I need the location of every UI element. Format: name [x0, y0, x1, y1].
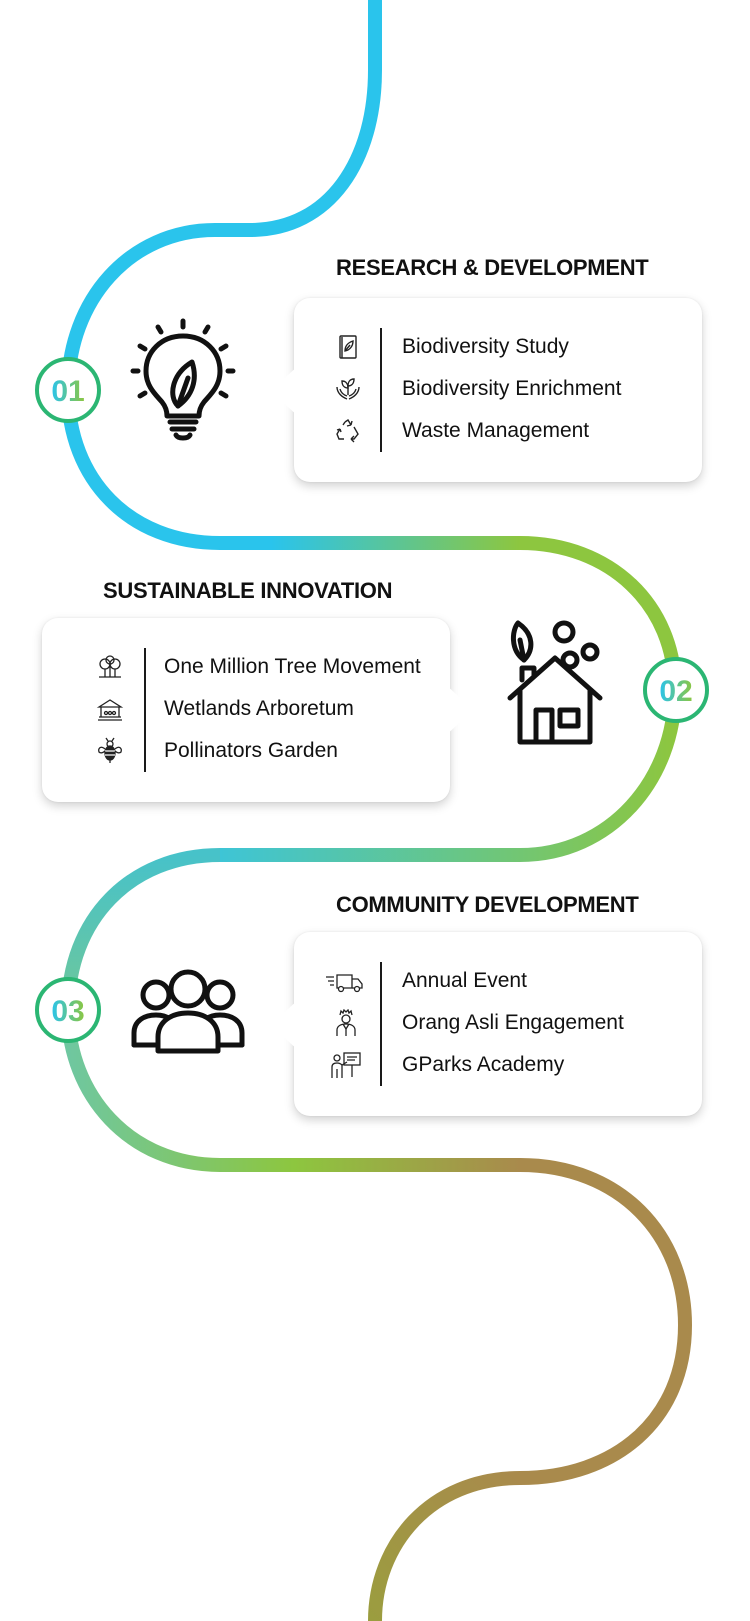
- list-item-label: Biodiversity Enrichment: [402, 377, 622, 400]
- step-01-card: Biodiversity Study Biodiversity Enrichme…: [270, 298, 702, 482]
- step-03-card: Annual Event Orang Asli Engagement: [270, 932, 702, 1116]
- card-pointer: [446, 685, 474, 735]
- step-02-card: One Million Tree Movement Wetlands Arbor…: [42, 618, 474, 802]
- list-item-label: Wetlands Arboretum: [164, 697, 354, 720]
- list-item: Wetlands Arboretum: [96, 688, 421, 730]
- list-item: Biodiversity Enrichment: [334, 368, 621, 410]
- eco-house-icon: [507, 620, 603, 745]
- book-leaf-icon: [334, 331, 368, 363]
- card-pointer: [270, 1000, 298, 1050]
- card-pointer: [270, 366, 298, 416]
- hands-sprout-icon: [334, 373, 368, 405]
- svg-text:01: 01: [51, 375, 84, 408]
- card-divider: [144, 648, 146, 772]
- step-02-list: One Million Tree Movement Wetlands Arbor…: [96, 646, 421, 772]
- step-01-badge: 01: [35, 357, 101, 423]
- list-item-label: Biodiversity Study: [402, 335, 569, 358]
- list-item: GParks Academy: [324, 1044, 624, 1086]
- step-01-number: 01: [51, 375, 84, 408]
- step-02-number: 02: [659, 675, 692, 708]
- truck-icon: [324, 965, 368, 997]
- list-item: Waste Management: [334, 410, 621, 452]
- step-01-title: RESEARCH & DEVELOPMENT: [336, 255, 649, 280]
- step-03-list: Annual Event Orang Asli Engagement: [324, 960, 624, 1086]
- card-divider: [380, 962, 382, 1086]
- list-item-label: GParks Academy: [402, 1053, 565, 1076]
- teacher-board-icon: [324, 1049, 368, 1081]
- list-item: Annual Event: [324, 960, 624, 1002]
- list-item-label: One Million Tree Movement: [164, 655, 421, 678]
- list-item-label: Annual Event: [402, 969, 527, 992]
- person-headdress-icon: [324, 1007, 368, 1039]
- card-divider: [380, 328, 382, 452]
- trees-icon: [96, 651, 130, 683]
- svg-text:03: 03: [51, 995, 84, 1028]
- step-03-badge: 03: [35, 977, 101, 1043]
- pavilion-icon: [96, 693, 130, 725]
- community-people-icon: [131, 969, 245, 1054]
- bee-icon: [96, 735, 130, 767]
- list-item-label: Orang Asli Engagement: [402, 1011, 624, 1034]
- list-item: Orang Asli Engagement: [324, 1002, 624, 1044]
- step-02-badge: 02: [643, 657, 709, 723]
- step-03-title: COMMUNITY DEVELOPMENT: [336, 892, 639, 917]
- list-item: Pollinators Garden: [96, 730, 421, 772]
- list-item: One Million Tree Movement: [96, 646, 421, 688]
- svg-text:02: 02: [659, 675, 692, 708]
- step-02-title: SUSTAINABLE INNOVATION: [103, 578, 393, 603]
- list-item-label: Pollinators Garden: [164, 739, 338, 762]
- list-item-label: Waste Management: [402, 419, 590, 442]
- recycle-icon: [334, 415, 368, 447]
- list-item: Biodiversity Study: [334, 326, 621, 368]
- step-03-number: 03: [51, 995, 84, 1028]
- step-01-list: Biodiversity Study Biodiversity Enrichme…: [334, 326, 621, 452]
- lightbulb-leaf-icon: [130, 318, 236, 441]
